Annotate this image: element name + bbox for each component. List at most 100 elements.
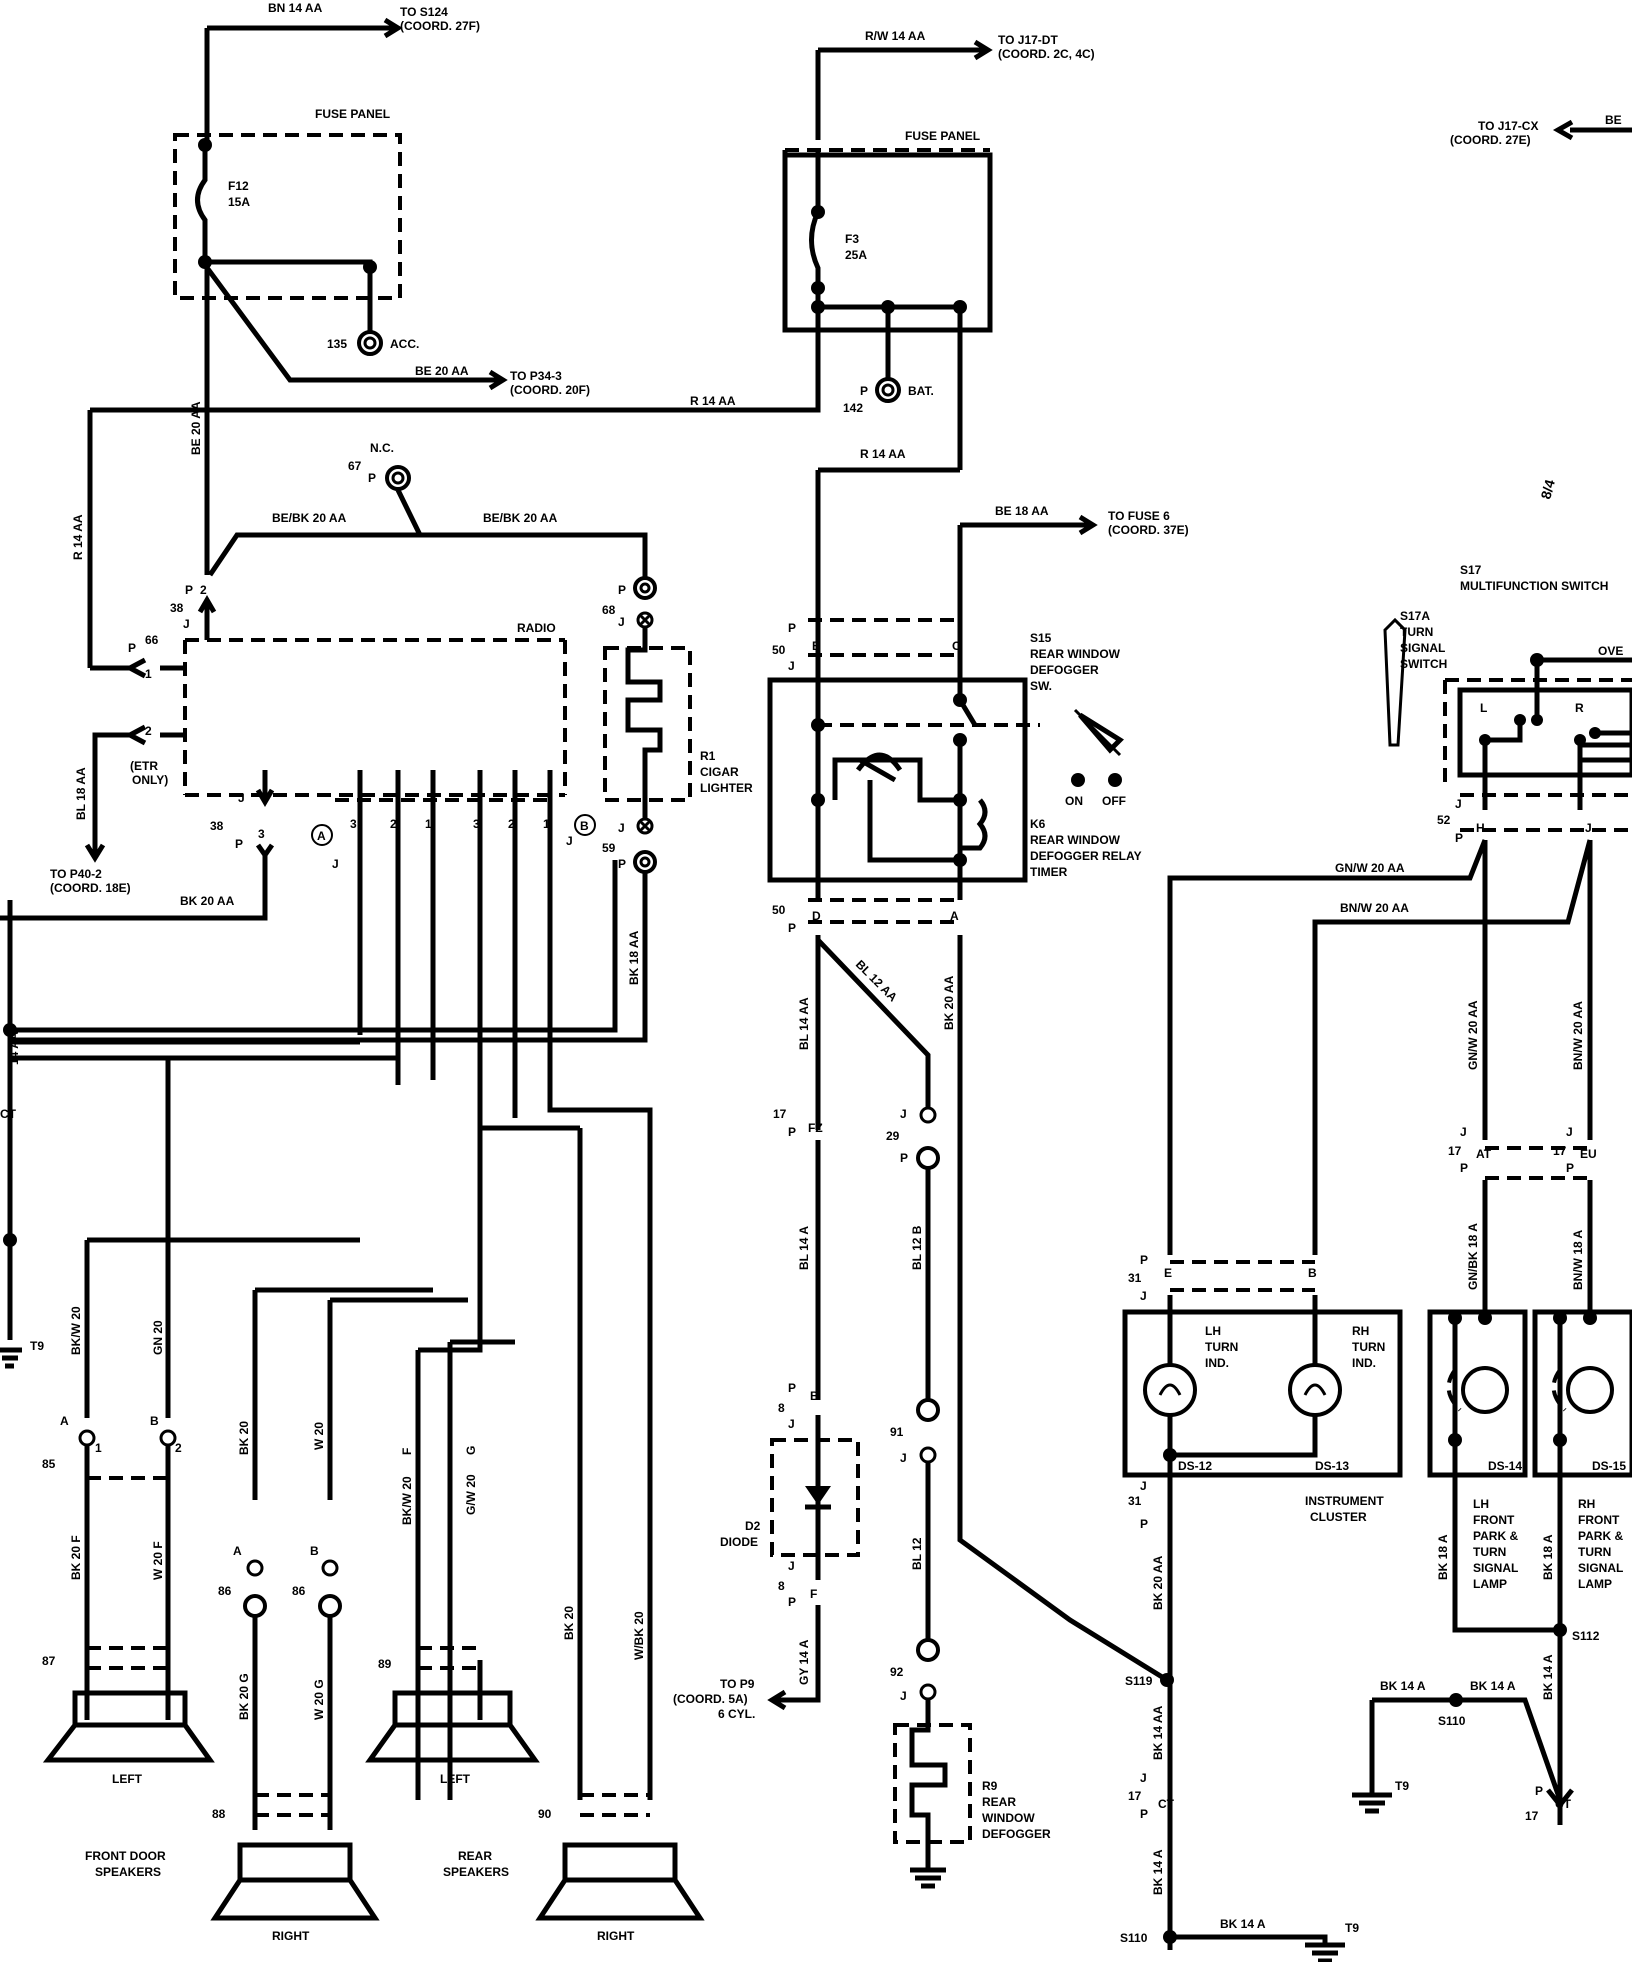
fuse-panel-f3: R/W 14 AA TO J17-DT (COORD. 2C, 4C) FUSE… xyxy=(87,29,1189,668)
wire-label-bn14: BN 14 AA xyxy=(268,1,323,15)
lh-label: LH xyxy=(1205,1324,1221,1338)
fuse-f12-amp: 15A xyxy=(228,195,250,209)
marker-a: A xyxy=(317,829,326,843)
pin-2: 2 xyxy=(175,1441,182,1455)
pin-j: J xyxy=(566,834,573,848)
conn-17: 17 xyxy=(1525,1809,1539,1823)
svg-text:SIGNAL: SIGNAL xyxy=(1473,1561,1518,1575)
conn-52: 52 xyxy=(1437,813,1451,827)
pin-p: P xyxy=(788,1125,796,1139)
coord-37e-label: (COORD. 37E) xyxy=(1108,523,1189,537)
turn-signal-section: S17 MULTIFUNCTION SWITCH S17A TURN SIGNA… xyxy=(1120,563,1632,1962)
ds13-label: DS-13 xyxy=(1315,1459,1349,1473)
pin-j: J xyxy=(788,659,795,673)
pin-2: 2 xyxy=(145,724,152,738)
t9-label: T9 xyxy=(1395,1779,1409,1793)
conn-87: 87 xyxy=(42,1654,56,1668)
pin-3: 3 xyxy=(473,817,480,831)
top-right-ref: TO J17-CX (COORD. 27E) BE 8/4 xyxy=(1450,113,1632,501)
marker-b: B xyxy=(580,819,589,833)
rh-turn: TURN xyxy=(1352,1340,1385,1354)
pin-2: 2 xyxy=(200,583,207,597)
pin-p: P xyxy=(1140,1253,1148,1267)
r9-name-1: REAR xyxy=(982,1795,1016,1809)
ds12-label: DS-12 xyxy=(1178,1459,1212,1473)
to-s124-label: TO S124 xyxy=(400,5,448,19)
pin-j: J xyxy=(1566,1125,1573,1139)
wire-label-gy14: GY 14 A xyxy=(797,1639,811,1685)
conn-38: 38 xyxy=(210,819,224,833)
pin-j: J xyxy=(238,791,245,805)
fuse-f12-label: F12 xyxy=(228,179,249,193)
cigar-lighter: P 68 J R1 CIGAR LIGHTER J 59 P BK 18 AA xyxy=(10,576,753,1043)
pin-e: E xyxy=(1164,1266,1172,1280)
wire-label-bl14a: BL 14 A xyxy=(797,1226,811,1270)
ct-label: CT xyxy=(1158,1797,1175,1811)
svg-text:PARK &: PARK & xyxy=(1578,1529,1623,1543)
svg-text:TURN: TURN xyxy=(1578,1545,1611,1559)
conn-92: 92 xyxy=(890,1665,904,1679)
pin-p: P xyxy=(1140,1807,1148,1821)
s110-label: S110 xyxy=(1438,1714,1466,1728)
pin-b: B xyxy=(310,1544,319,1558)
nc-label: N.C. xyxy=(370,441,394,455)
wire-label-bl12b: BL 12 B xyxy=(910,1225,924,1270)
pin-1: 1 xyxy=(543,817,550,831)
conn-90: 90 xyxy=(538,1807,552,1821)
pin-j: J xyxy=(900,1107,907,1121)
conn-68: 68 xyxy=(602,603,616,617)
pin-2: 2 xyxy=(508,817,515,831)
conn-59: 59 xyxy=(602,841,616,855)
s17a-label: S17A xyxy=(1400,609,1430,623)
coord-20f-label: (COORD. 20F) xyxy=(510,383,590,397)
pin-p: P xyxy=(788,1595,796,1609)
instrument-label: INSTRUMENT xyxy=(1305,1494,1384,1508)
wire-label-r14: R 14 AA xyxy=(690,394,736,408)
pin-3: 3 xyxy=(258,827,265,841)
s17a-name-1: TURN xyxy=(1400,625,1433,639)
wire-label-14aa: 14 AA xyxy=(7,1031,21,1065)
speakers-label: SPEAKERS xyxy=(95,1865,161,1879)
pin-2: 2 xyxy=(390,817,397,831)
wire-label-bk14a: BK 14 A xyxy=(1220,1917,1266,1931)
wire-label-gnbk: GN/BK 18 A xyxy=(1466,1223,1480,1290)
conn-8: 8 xyxy=(778,1579,785,1593)
conn-17: 17 xyxy=(1448,1144,1462,1158)
speakers-label: SPEAKERS xyxy=(443,1865,509,1879)
pin-eu: EU xyxy=(1580,1147,1597,1161)
pin-j: J xyxy=(900,1689,907,1703)
s17-name: MULTIFUNCTION SWITCH xyxy=(1460,579,1608,593)
wire-label-be18: BE 18 AA xyxy=(995,504,1049,518)
bat-label: BAT. xyxy=(908,384,934,398)
pin-c: C xyxy=(952,639,961,653)
wire-label-bkw20: BK/W 20 xyxy=(69,1306,83,1355)
wire-label-be: BE xyxy=(1605,113,1622,127)
diode-label: DIODE xyxy=(720,1535,758,1549)
cigar-label: CIGAR xyxy=(700,765,739,779)
s15-name-1: REAR WINDOW xyxy=(1030,647,1121,661)
conn-31: 31 xyxy=(1128,1271,1142,1285)
pin-142: 142 xyxy=(843,401,863,415)
wire-label-gnw-vertical: GN/W 20 AA xyxy=(1466,1000,1480,1070)
lh-front-lamp-label: LH FRONT PARK & TURN SIGNAL LAMP xyxy=(1473,1497,1518,1591)
fuse-f3-label: F3 xyxy=(845,232,859,246)
pin-135: 135 xyxy=(327,337,347,351)
conn-91: 91 xyxy=(890,1425,904,1439)
svg-text:LH: LH xyxy=(1473,1497,1489,1511)
cluster-label: CLUSTER xyxy=(1310,1510,1367,1524)
overdrive-label: OVE xyxy=(1598,644,1623,658)
wire-label-f: F xyxy=(400,1448,414,1455)
coord-27e-label: (COORD. 27E) xyxy=(1450,133,1531,147)
pin-p: P xyxy=(900,1151,908,1165)
pin-a: A xyxy=(233,1544,242,1558)
pin-j: J xyxy=(1140,1289,1147,1303)
r9-name-2: WINDOW xyxy=(982,1811,1035,1825)
ct-label: CT xyxy=(0,1107,17,1121)
svg-text:RH: RH xyxy=(1578,1497,1595,1511)
r1-label: R1 xyxy=(700,749,716,763)
conn-38: 38 xyxy=(170,601,184,615)
wire-label-bk20g: BK 20 G xyxy=(237,1673,251,1720)
pin-b: B xyxy=(1308,1266,1317,1280)
wire-label-bebk-left: BE/BK 20 AA xyxy=(272,511,347,525)
